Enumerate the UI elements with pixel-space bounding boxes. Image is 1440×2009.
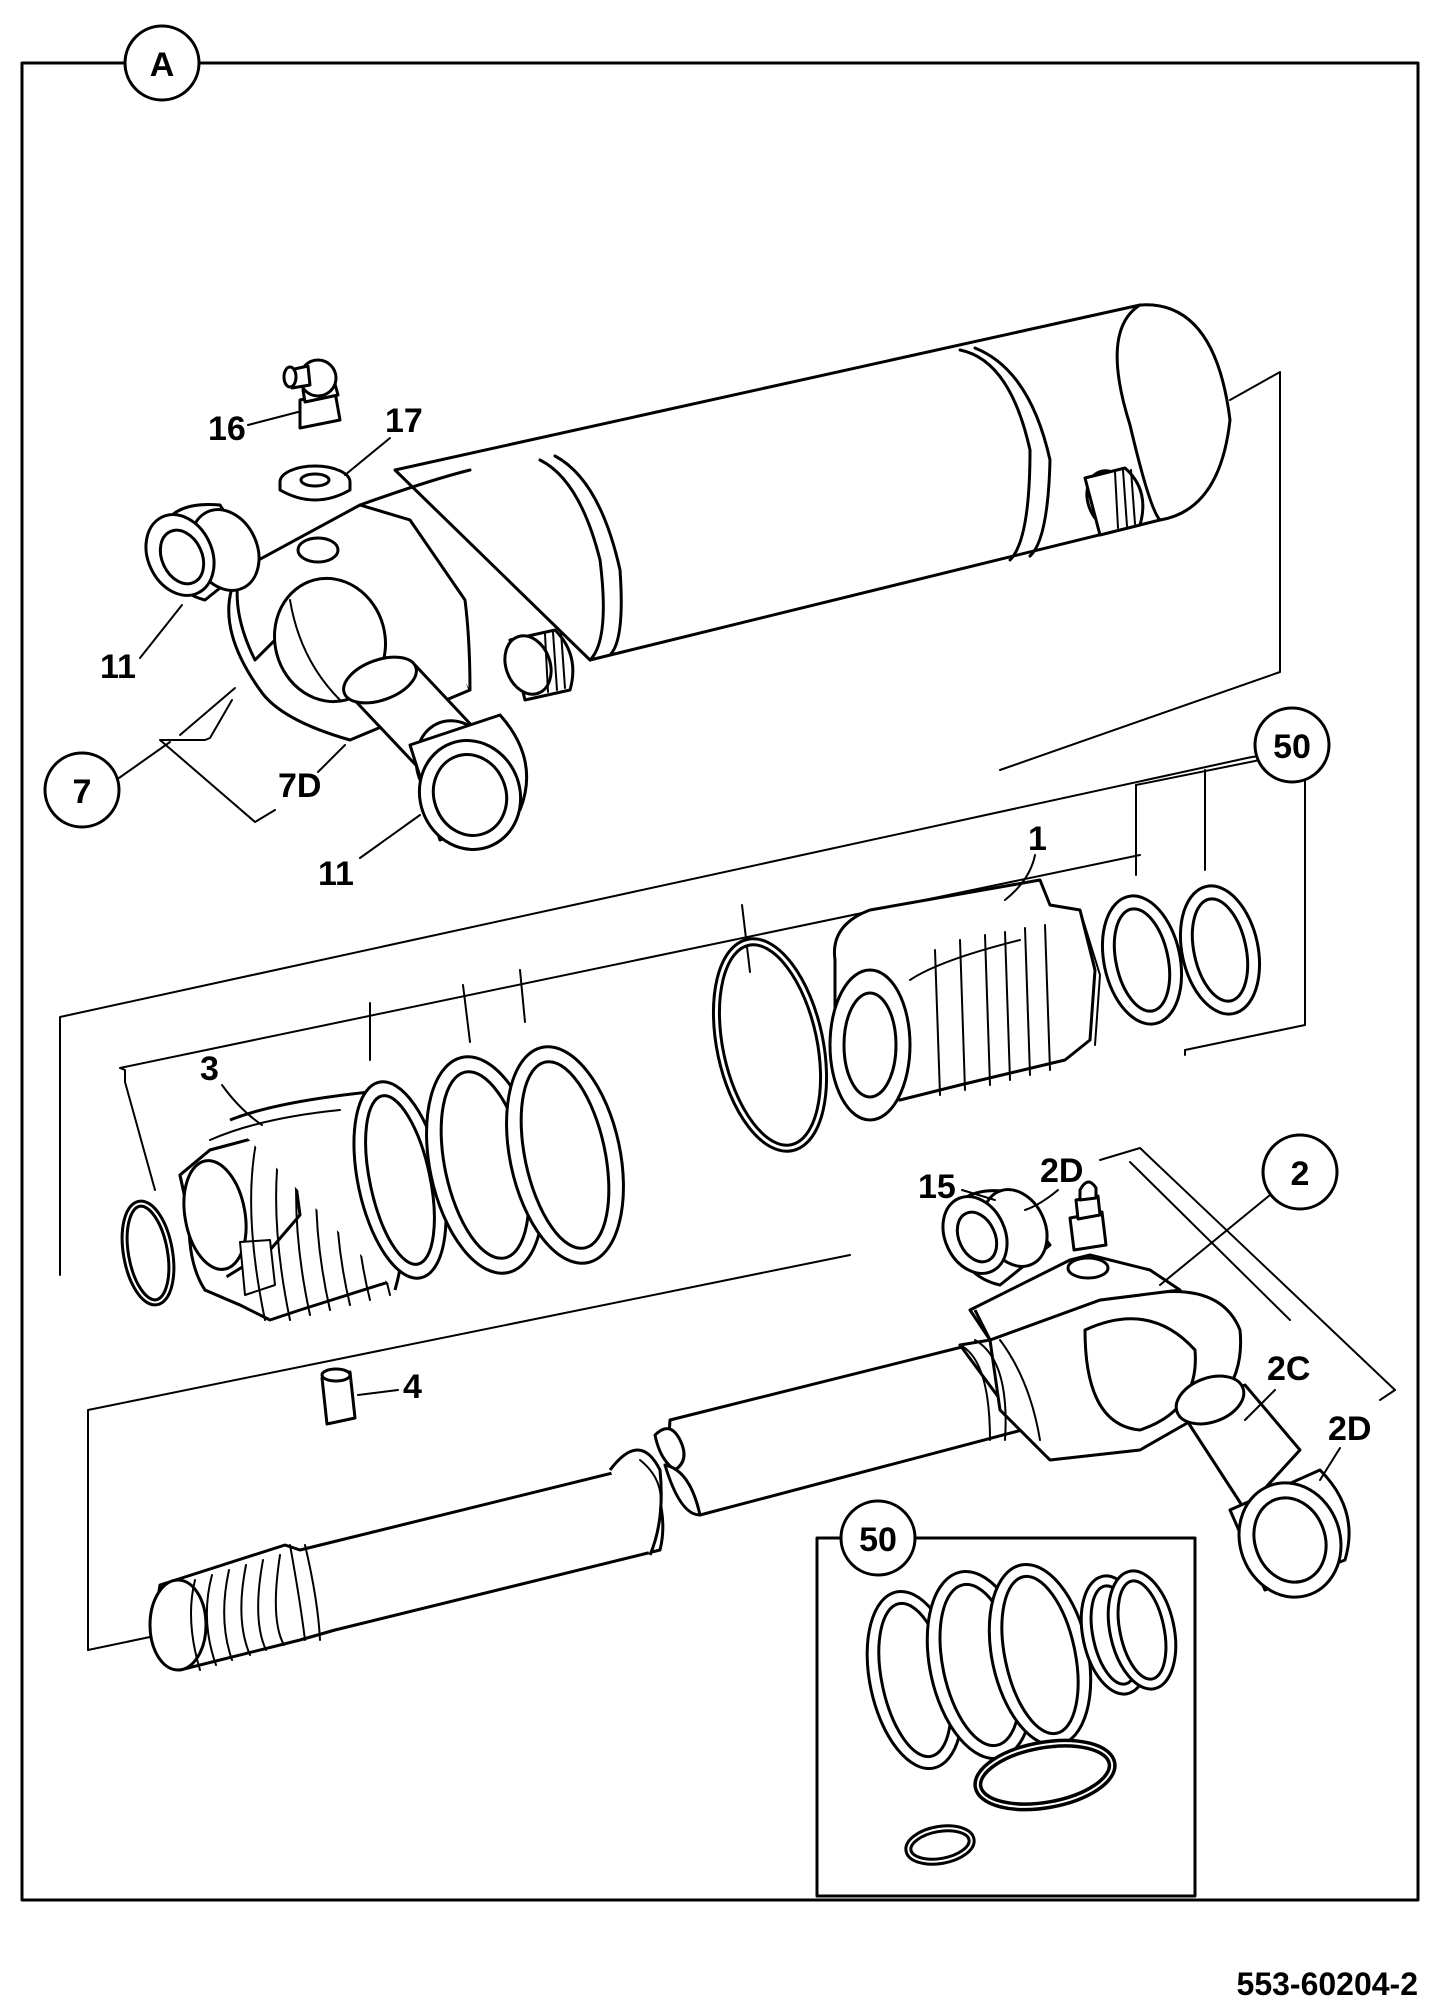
washer-17 [278, 464, 352, 502]
bushing-11-bottom [408, 713, 529, 851]
inset-seal-kit [815, 1536, 1197, 1898]
label-3: 3 [200, 1050, 219, 1088]
label-4: 4 [403, 1368, 422, 1406]
label-7d: 7D [278, 767, 321, 805]
bushing-15 [941, 1188, 1052, 1287]
label-17: 17 [385, 402, 423, 440]
o-ring-small-left [120, 1199, 176, 1307]
label-11-bottom: 11 [318, 855, 354, 893]
callout-50-top-text: 50 [1273, 728, 1311, 766]
callout-2: 2 [1159, 1133, 1339, 1286]
pin-4 [320, 1367, 357, 1426]
callout-7-text: 7 [73, 773, 92, 811]
gland-3 [178, 1088, 408, 1322]
view-label-a: A [123, 24, 201, 102]
grease-nipple-eye-end [1068, 1180, 1108, 1252]
sleeve-2c [1174, 1374, 1302, 1512]
hydraulic-port-left [503, 628, 575, 702]
label-11-left: 11 [100, 648, 136, 686]
frame [20, 61, 1420, 1902]
o-ring-middle [711, 937, 829, 1153]
view-label-text: A [150, 46, 175, 84]
bushing-2d-right [1228, 1468, 1351, 1599]
piston-1 [828, 878, 1101, 1122]
seal-rings-right [1100, 884, 1262, 1026]
labels-top: 16 17 11 7D 11 [100, 402, 423, 893]
piston-rod-assembly [87, 1253, 1243, 1672]
labels-bottom: 15 2D 2C 2D 4 [357, 1147, 1396, 1481]
callout-50-inset-text: 50 [859, 1521, 897, 1559]
label-2d-right: 2D [1328, 1410, 1371, 1448]
bushing-11-left [144, 502, 261, 602]
label-2d-top: 2D [1040, 1152, 1083, 1190]
label-1: 1 [1028, 820, 1047, 858]
label-16: 16 [208, 410, 246, 448]
label-2c: 2C [1267, 1350, 1310, 1388]
callout-2-text: 2 [1291, 1155, 1310, 1193]
callout-7: 7 [43, 741, 171, 829]
gland-seal-rings [352, 1045, 625, 1280]
labels-middle: 1 3 [200, 820, 1047, 1126]
hydraulic-port-right [1083, 466, 1145, 537]
callout-50-inset: 50 [839, 1499, 917, 1577]
grease-nipple-16 [282, 358, 342, 430]
callout-50-top: 50 [1253, 706, 1331, 784]
piston-seal-section [59, 755, 1306, 1276]
drawing-number: 553-60204-2 [1237, 1966, 1418, 2002]
cylinder-barrel-assembly [144, 303, 1281, 851]
label-15: 15 [918, 1168, 956, 1206]
